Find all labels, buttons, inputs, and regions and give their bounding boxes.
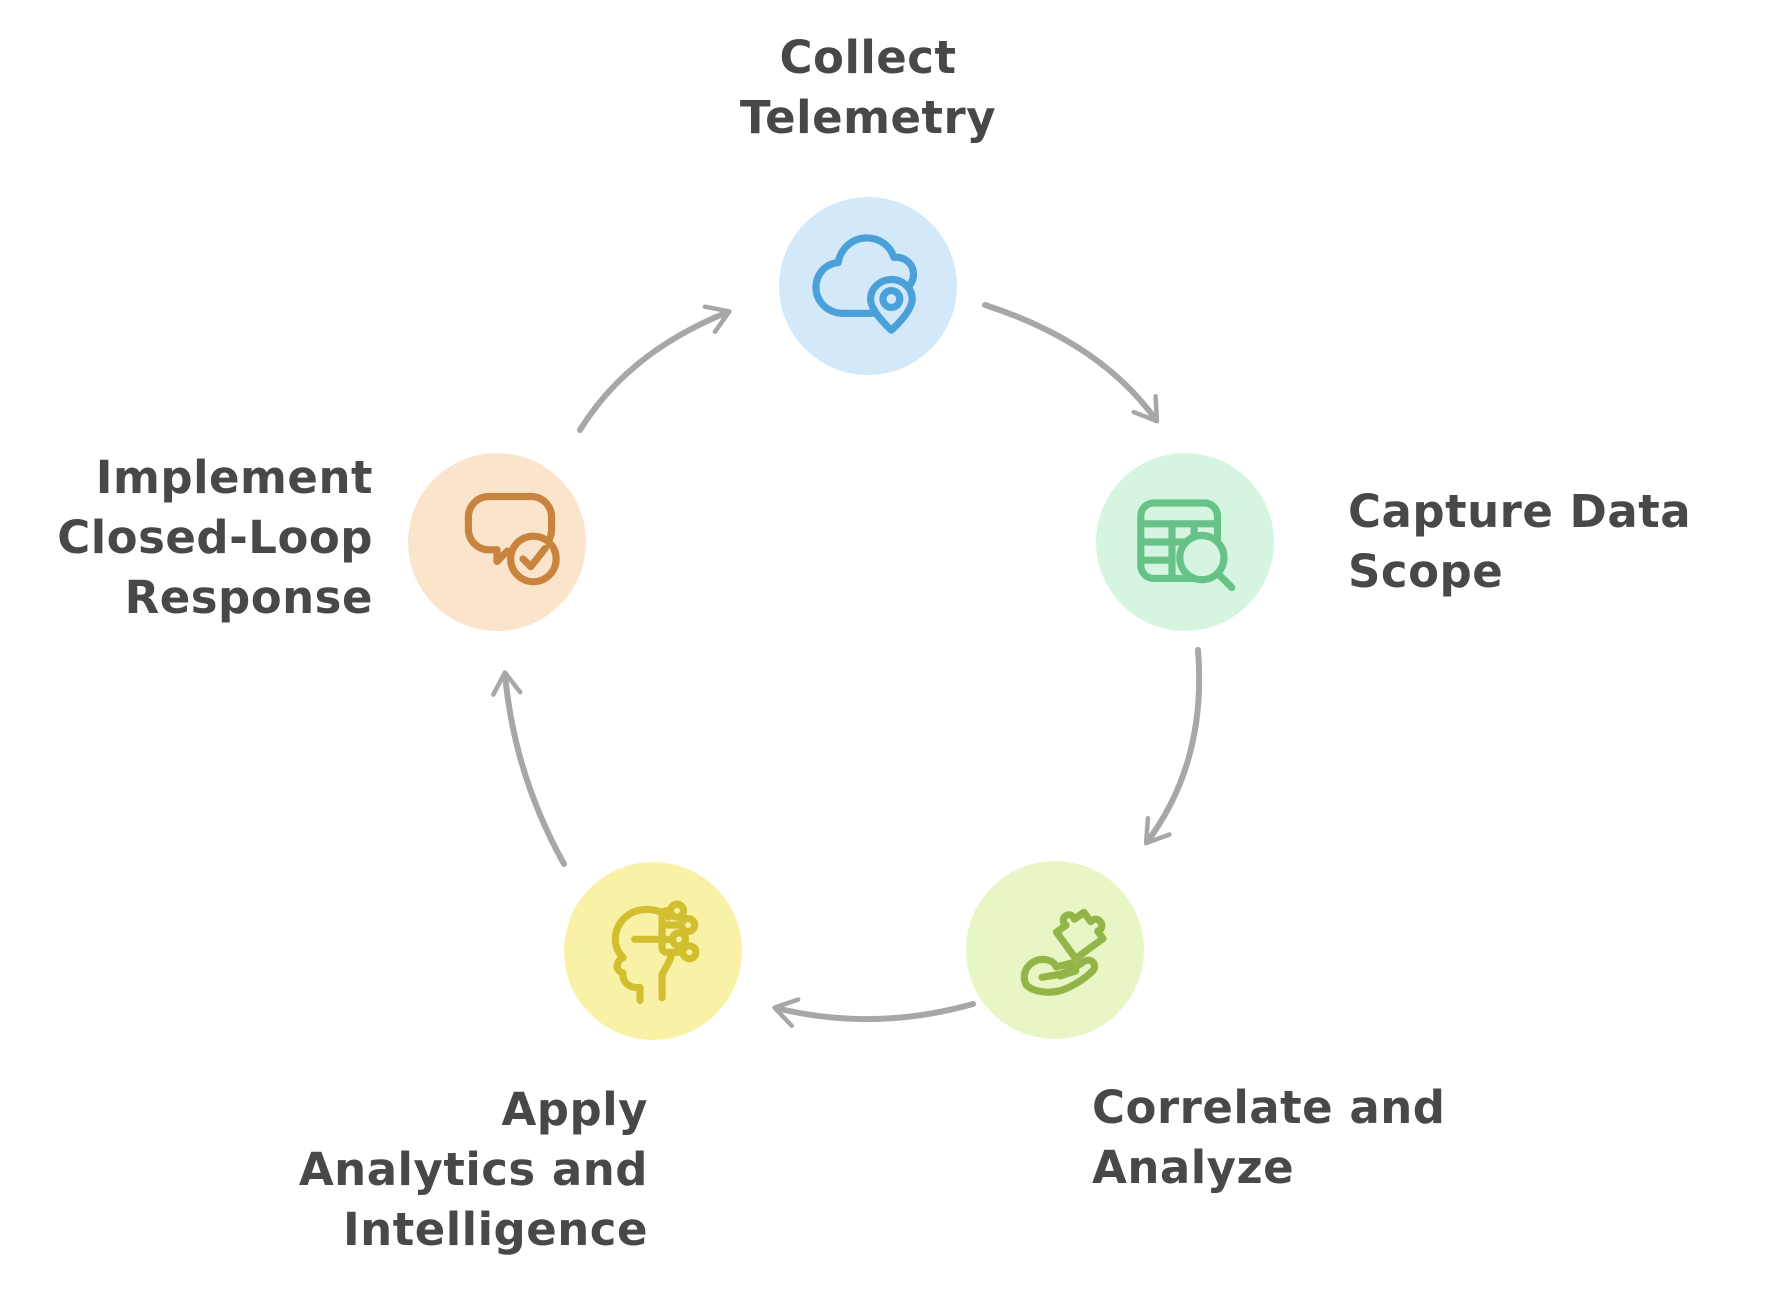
- hand-puzzle-icon: [1020, 908, 1107, 996]
- node-implement-response: [408, 453, 586, 631]
- arrow-apply-to-implement: [491, 670, 567, 867]
- arrow-implement-to-collect: [577, 304, 732, 433]
- node-correlate-analyze: [966, 861, 1144, 1039]
- arrow-collect-to-capture: [982, 302, 1160, 424]
- chat-check-icon: [464, 492, 560, 586]
- label-implement-response: Implement Closed-Loop Response: [57, 451, 373, 624]
- label-collect-telemetry: Collect Telemetry: [739, 31, 997, 144]
- label-correlate-analyze: Correlate and Analyze: [1092, 1081, 1446, 1194]
- node-collect-telemetry: [779, 197, 957, 375]
- table-search-icon: [1137, 499, 1236, 592]
- node-capture-data-scope: [1096, 453, 1274, 631]
- label-apply-analytics: Apply Analytics and Intelligence: [298, 1083, 648, 1256]
- label-capture-data-scope: Capture Data Scope: [1348, 485, 1692, 598]
- node-apply-analytics: [564, 862, 742, 1040]
- arrow-capture-to-correlate: [1143, 647, 1203, 846]
- cloud-location-icon: [812, 234, 918, 334]
- head-circuit-icon: [611, 900, 700, 1004]
- arrow-correlate-to-apply: [772, 997, 976, 1028]
